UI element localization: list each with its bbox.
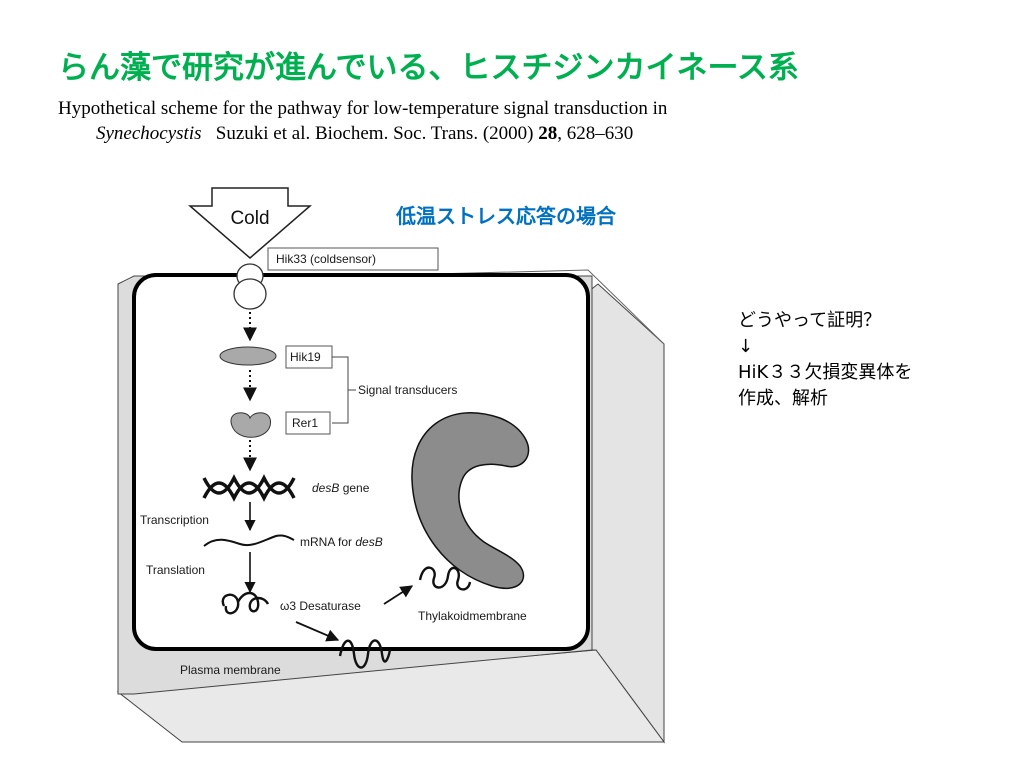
hik33-sensor-bottom [233,278,267,310]
caption-line-1: Hypothetical scheme for the pathway for … [58,98,668,119]
figure-caption: Hypothetical scheme for the pathway for … [58,96,978,146]
hik33-label-box [267,247,439,271]
rer1-label: Rer1 [292,416,318,430]
signal-transducer-bracket [332,356,356,424]
desaturase-in-plasma [338,639,392,669]
desaturase-protein [221,591,270,615]
slide-title: らん藻で研究が進んでいる、ヒスチジンカイネース系 [58,50,799,86]
desb-gene-label: desB gene [312,481,370,495]
mrna-label: mRNA for desB [300,535,383,549]
cold-arrow [187,187,313,259]
caption-line-2: Synechocystis Suzuki et al. Biochem. Soc… [58,121,978,146]
translation-label: Translation [146,563,205,577]
side-note: どうやって証明？ ↓ HiK３３欠損変異体を 作成、解析 [738,308,912,412]
thylakoid-membrane [411,412,530,589]
signal-transducers-label: Signal transducers [358,383,457,397]
caption-reference: Suzuki et al. Biochem. Soc. Trans. (2000… [215,123,534,144]
desb-gene-dna [202,474,296,502]
rer1-protein [230,412,271,438]
hik19-protein [219,346,277,366]
thylakoid-membrane-label: Thylakoidmembrane [418,609,527,623]
hik19-label: Hik19 [290,350,321,364]
caption-pages: , 628–630 [557,123,634,144]
arrow-to-thylakoid [383,585,414,605]
note-line-2: ↓ [738,336,754,357]
desaturase-in-thylakoid [418,566,472,591]
cold-label: Cold [230,208,269,229]
arrow-to-plasma [295,621,340,642]
caption-species: Synechocystis [96,123,202,144]
desaturase-label: ω3 Desaturase [280,599,361,613]
transcription-label: Transcription [140,513,209,527]
plasma-membrane-label: Plasma membrane [180,663,281,677]
slide-subtitle: 低温ストレス応答の場合 [396,204,616,228]
caption-volume: 28 [538,123,558,144]
note-line-4: 作成、解析 [738,388,828,409]
note-line-3: HiK３３欠損変異体を [738,362,913,383]
note-line-1: どうやって証明？ [738,310,882,331]
mrna-strand [203,534,295,547]
rer1-label-box [285,411,331,435]
hik33-label: Hik33 (coldsensor) [276,252,376,266]
